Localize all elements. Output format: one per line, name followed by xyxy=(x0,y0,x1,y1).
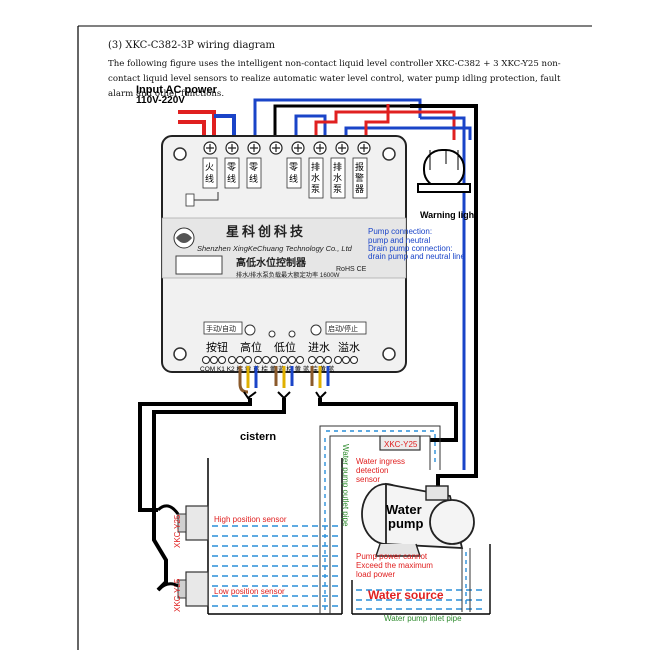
bottom-pin-labels: COM K1 K2 棕 黄 蓝 棕 黄 蓝 棕 黄 蓝 棕 黄 蓝 xyxy=(200,364,335,373)
bottom-terminal-screws xyxy=(202,356,358,364)
indicator-led-2 xyxy=(288,330,296,338)
terminal-label-pump-1b: 水 xyxy=(311,172,320,183)
pump-label-line2: pump xyxy=(388,516,423,531)
bottom-label-button: 按钮 xyxy=(206,340,228,354)
power-input-wires: Input AC power 110V-220V xyxy=(136,84,236,140)
display-window xyxy=(175,255,223,275)
warning-light: Warning light xyxy=(417,149,477,220)
power-voltage: 110V-220V xyxy=(136,95,185,106)
ingress-sensor-line2: detection xyxy=(356,466,388,475)
low-sensor-label: Low position sensor xyxy=(214,587,285,596)
pump-power-note: Pump power cannot Exceed the maximum loa… xyxy=(356,552,433,579)
terminal-label-live-2: 线 xyxy=(205,173,214,184)
terminal-label-pump-1: 排 xyxy=(311,161,320,172)
brand-logo-icon xyxy=(173,227,195,249)
terminal-label-neutral-3b: 线 xyxy=(289,173,298,184)
product-name-cn: 高低水位控制器 xyxy=(236,256,307,269)
pump-connection-detail: pump and neutral xyxy=(368,236,430,245)
connection-notes: Pump connection: pump and neutral Drain … xyxy=(368,227,466,261)
ingress-sensor-line1: Water ingress xyxy=(356,457,405,466)
terminal-label-neutral-3: 零 xyxy=(289,162,298,172)
indicator-led-1 xyxy=(268,330,276,338)
low-position-sensor: XKC-Y25 Low position sensor xyxy=(173,571,285,612)
terminal-label-neutral-2: 零 xyxy=(249,162,258,172)
bottom-label-overflow: 溢水 xyxy=(338,340,360,354)
terminal-label-neutral-2b: 线 xyxy=(249,173,258,184)
terminal-label-pump-2b: 水 xyxy=(333,172,342,183)
pump-power-note-3: load power xyxy=(356,570,395,579)
high-sensor-tag: XKC-Y25 xyxy=(173,514,182,548)
warning-light-label: Warning light xyxy=(420,210,477,220)
switch-left-label: 手动/自动 xyxy=(206,324,236,333)
ingress-sensor: XKC-Y25 Water ingress detection sensor xyxy=(356,435,421,484)
drain-connection-detail: drain pump and neutral line xyxy=(368,252,466,261)
brand-cn: 星科创科技 xyxy=(226,224,306,239)
power-label: Input AC power xyxy=(136,84,218,96)
terminal-label-pump-1c: 泵 xyxy=(311,184,320,194)
pump-power-note-1: Pump power cannot xyxy=(356,552,428,561)
sensor-cable-knot xyxy=(156,504,180,592)
outlet-pipe-label: Water pump outlet pipe xyxy=(341,444,350,527)
terminal-label-neutral-1: 零 xyxy=(227,162,236,172)
water-source-label: Water source xyxy=(368,588,444,602)
terminal-label-live: 火 xyxy=(205,162,214,172)
inlet-pipe-label: Water pump inlet pipe xyxy=(384,614,462,623)
high-position-sensor: XKC-Y25 High position sensor xyxy=(173,505,287,548)
switch-left-knob[interactable] xyxy=(244,324,256,336)
power-rating-note: 排水/排水泵负载最大额定功率 1600W xyxy=(236,271,340,279)
controller-box: 火 线 零 线 零 线 零 线 排 水 泵 排 水 泵 报 警 器 xyxy=(161,135,407,373)
water-pump: Water pump xyxy=(361,482,475,557)
terminal-label-pump-2: 排 xyxy=(333,161,342,172)
ingress-sensor-line3: sensor xyxy=(356,475,380,484)
pump-label-line1: Water xyxy=(386,502,422,517)
terminal-label-neutral-1b: 线 xyxy=(227,173,236,184)
terminal-label-alarm: 报 xyxy=(355,161,364,172)
certification-mark: RoHS CE xyxy=(336,266,367,273)
cistern-label: cistern xyxy=(240,431,276,443)
drain-connection-title: Drain pump connection: xyxy=(368,244,453,253)
bottom-label-high: 高位 xyxy=(240,340,262,354)
document-title: (3) XKC-C382-3P wiring diagram xyxy=(108,40,276,51)
sensor-cables xyxy=(138,366,458,592)
ingress-sensor-tag: XKC-Y25 xyxy=(384,440,418,449)
top-output-wires xyxy=(253,98,478,498)
terminal-label-pump-2c: 泵 xyxy=(333,184,342,194)
switch-right-label: 启动/停止 xyxy=(328,324,358,333)
bottom-label-low: 低位 xyxy=(274,340,296,354)
high-sensor-label: High position sensor xyxy=(214,515,287,524)
switch-right-knob[interactable] xyxy=(310,324,322,336)
cistern-water xyxy=(212,525,338,607)
water-source: Water source Water pump inlet pipe xyxy=(351,544,491,623)
pump-connection-title: Pump connection: xyxy=(368,227,432,236)
bottom-terminal-labels: 按钮 高位 低位 进水 溢水 xyxy=(206,340,360,354)
bottom-label-inlet: 进水 xyxy=(308,341,330,354)
document-description: The following figure uses the intelligen… xyxy=(108,59,561,99)
brand-en: Shenzhen XingKeChuang Technology Co., Lt… xyxy=(197,244,353,253)
top-terminal-labels: 火 线 零 线 零 线 零 线 排 水 泵 排 水 泵 报 警 器 xyxy=(202,157,368,199)
terminal-label-alarm-c: 器 xyxy=(355,184,364,194)
low-sensor-tag: XKC-Y25 xyxy=(173,578,182,612)
terminal-label-alarm-b: 警 xyxy=(355,172,364,183)
pump-power-note-2: Exceed the maximum xyxy=(356,561,433,570)
